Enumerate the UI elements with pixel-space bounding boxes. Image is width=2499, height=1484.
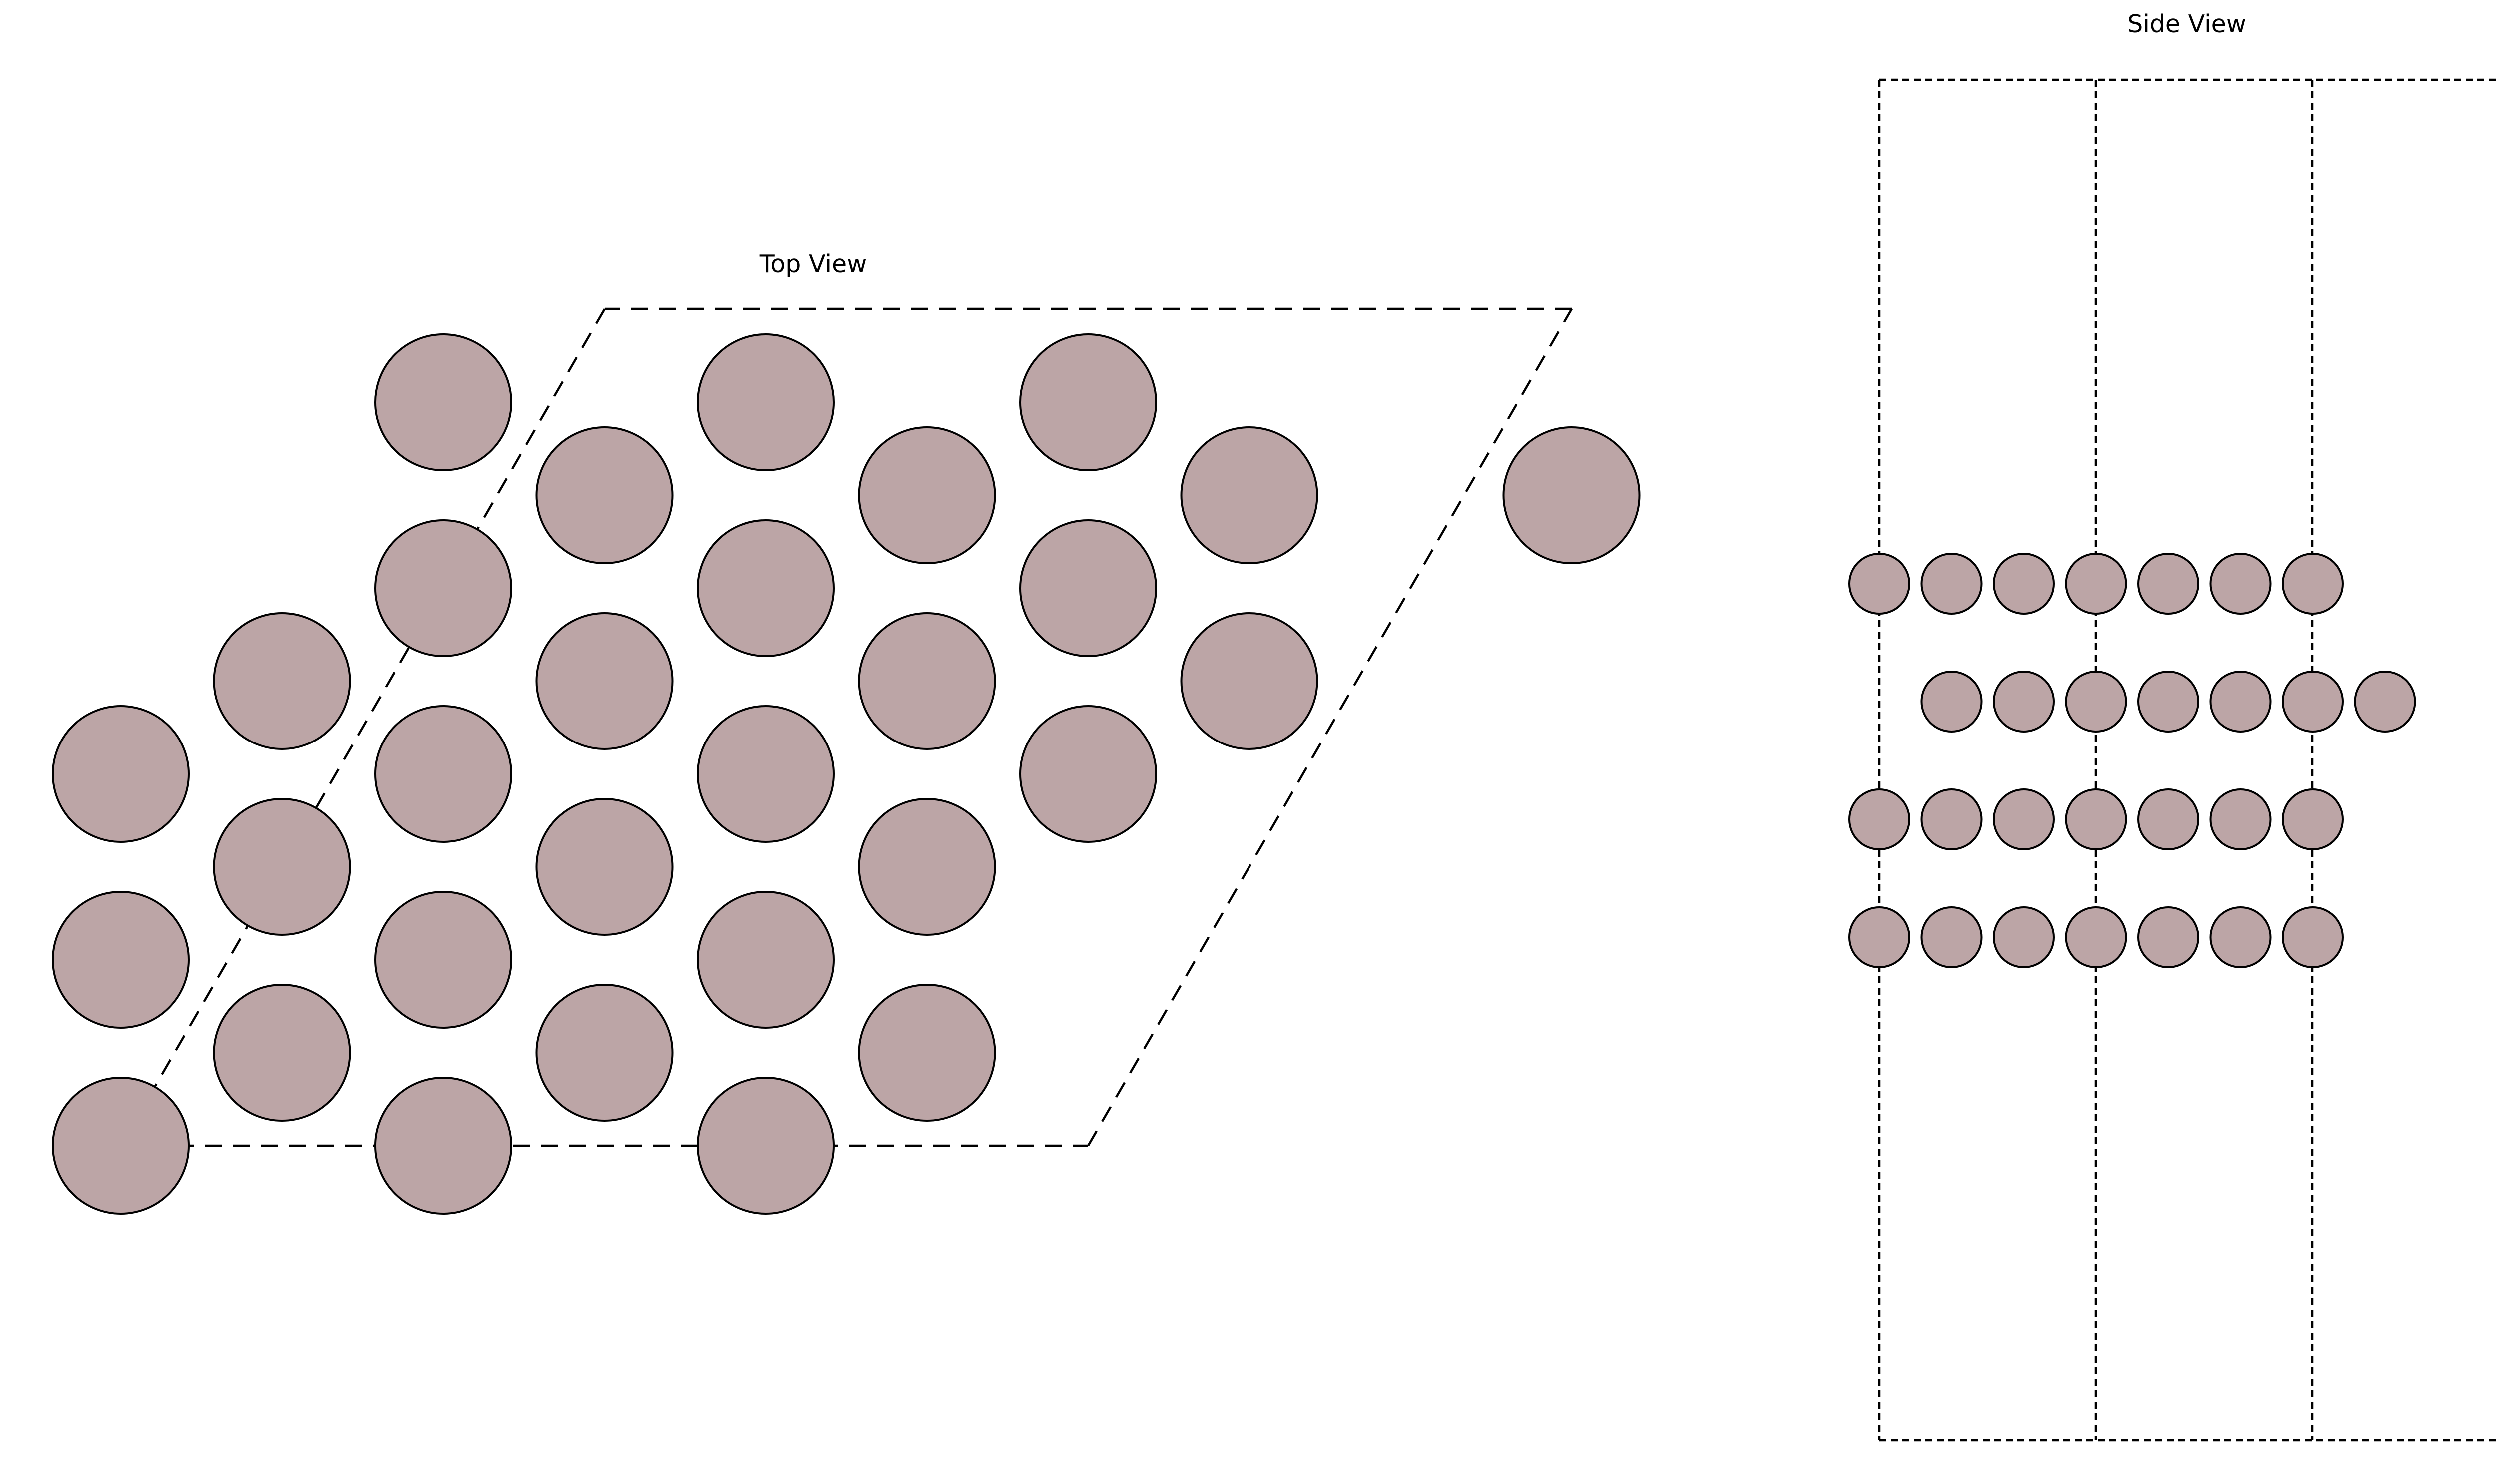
top-atom: [858, 798, 996, 936]
side-atom: [2065, 553, 2127, 615]
side-atom: [1848, 788, 1910, 850]
side-atom: [2282, 671, 2344, 733]
side-atom: [2137, 906, 2199, 968]
side-atom: [2137, 788, 2199, 850]
side-view-atoms: [1848, 553, 2416, 968]
side-view-unit-cell: [1878, 78, 2499, 1442]
top-atom: [1180, 612, 1318, 750]
top-atom: [858, 612, 996, 750]
side-atom: [2282, 906, 2344, 968]
top-atom: [697, 705, 835, 843]
side-atom: [1993, 906, 2055, 968]
side-atom: [1848, 906, 1910, 968]
top-atom: [213, 798, 351, 936]
side-atom: [2209, 553, 2272, 615]
side-atom: [2137, 553, 2199, 615]
side-atom: [2065, 906, 2127, 968]
top-atom: [535, 798, 674, 936]
side-atom: [1993, 553, 2055, 615]
top-atom: [535, 426, 674, 564]
side-atom: [1920, 553, 1983, 615]
top-atom: [1019, 333, 1157, 471]
top-atom: [52, 891, 190, 1029]
side-atom: [1920, 906, 1983, 968]
top-atom: [52, 705, 190, 843]
top-view-unit-cell: [120, 307, 1573, 1147]
top-atom: [535, 612, 674, 750]
top-atom: [213, 612, 351, 750]
top-view-title: Top View: [759, 250, 867, 278]
side-atom: [1920, 671, 1983, 733]
top-cell-edge-right: [1087, 308, 1573, 1147]
top-atom: [1502, 426, 1641, 564]
side-atom: [1848, 553, 1910, 615]
side-atom: [2209, 788, 2272, 850]
side-atom: [2282, 788, 2344, 850]
side-atom: [2209, 906, 2272, 968]
top-cell-edge-left: [120, 308, 606, 1147]
side-atom: [2065, 671, 2127, 733]
side-atom: [2065, 788, 2127, 850]
top-atom: [374, 333, 512, 471]
top-atom: [697, 891, 835, 1029]
side-atom: [1993, 671, 2055, 733]
top-atom: [858, 426, 996, 564]
side-atom: [2209, 671, 2272, 733]
side-atom: [1920, 788, 1983, 850]
top-atom: [1019, 519, 1157, 657]
top-atom: [697, 1077, 835, 1215]
top-atom: [374, 1077, 512, 1215]
top-atom: [697, 333, 835, 471]
side-atom: [1993, 788, 2055, 850]
top-atom: [213, 984, 351, 1122]
side-view-title: Side View: [2127, 10, 2246, 38]
side-atom: [2354, 671, 2416, 733]
side-atom: [2282, 553, 2344, 615]
top-view-atoms: [52, 333, 1641, 1215]
top-atom: [374, 891, 512, 1029]
top-atom: [697, 519, 835, 657]
top-atom: [535, 984, 674, 1122]
top-atom: [858, 984, 996, 1122]
top-atom: [1180, 426, 1318, 564]
top-atom: [1019, 705, 1157, 843]
side-atom: [2137, 671, 2199, 733]
top-atom: [374, 705, 512, 843]
top-atom: [52, 1077, 190, 1215]
top-atom: [374, 519, 512, 657]
